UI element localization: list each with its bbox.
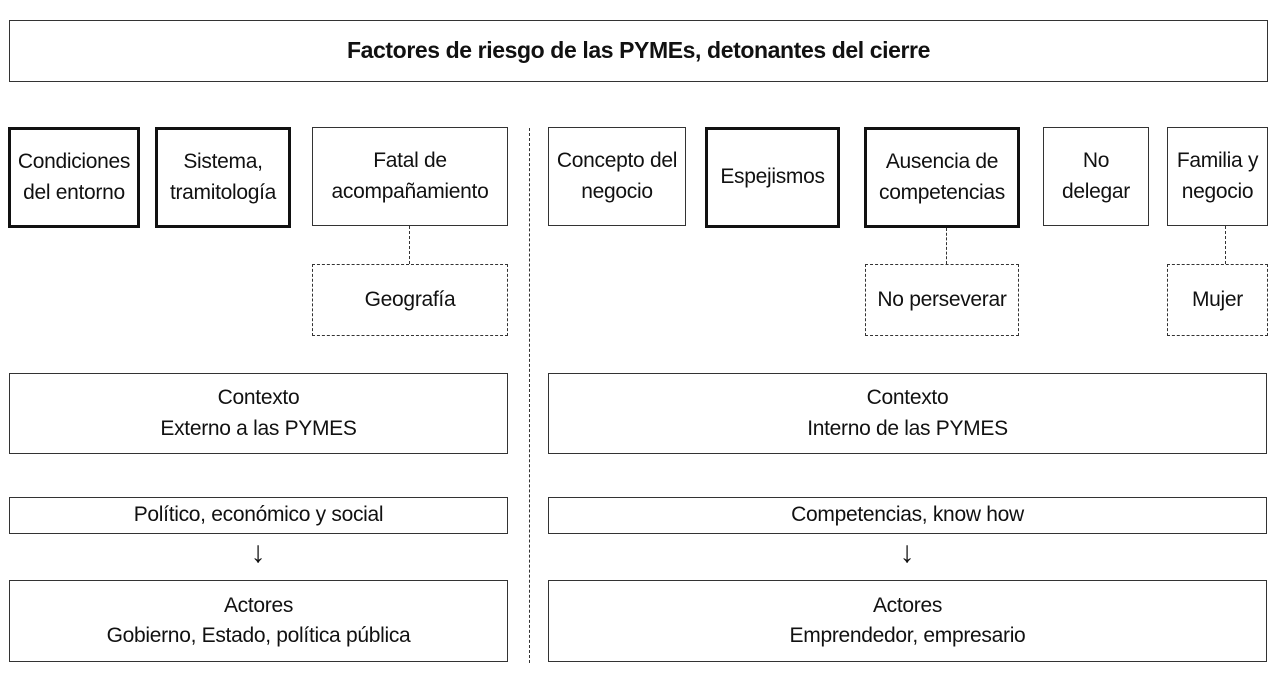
subfactor-no-perseverar: No perseverar	[865, 264, 1019, 336]
context-internal: Contexto Interno de las PYMES	[548, 373, 1267, 454]
factor-fatal-de-acompanamiento: Fatal de acompañamiento	[312, 127, 508, 226]
subfactor-label: Mujer	[1191, 287, 1243, 311]
connector-geografia	[409, 226, 410, 264]
actors-heading: Actores	[223, 593, 294, 617]
factor-line1: Espejismos	[720, 165, 825, 189]
subfactor-label: No perseverar	[877, 287, 1007, 311]
diagram-title-text: Factores de riesgo de las PYMEs, detonan…	[346, 37, 930, 64]
factor-line2: del entorno	[23, 180, 125, 204]
context-heading: Contexto	[866, 386, 949, 410]
actors-internal: Actores Emprendedor, empresario	[548, 580, 1267, 662]
factor-ausencia-de-competencias: Ausencia de competencias	[864, 127, 1020, 228]
dimension-label: Competencias, know how	[791, 503, 1024, 527]
divider-line	[529, 128, 530, 663]
factor-line2: competencias	[879, 180, 1005, 204]
factor-line1: Fatal de	[373, 149, 447, 173]
factor-line1: Concepto del	[556, 149, 678, 173]
factor-line2: negocio	[581, 179, 653, 203]
factor-sistema-tramitologia: Sistema, tramitología	[155, 127, 291, 228]
factor-line2: delegar	[1062, 179, 1130, 203]
actors-heading: Actores	[872, 593, 943, 617]
factor-line1: Sistema,	[183, 150, 263, 174]
dimension-external: Político, económico y social	[9, 497, 508, 534]
actors-external: Actores Gobierno, Estado, política públi…	[9, 580, 508, 662]
factor-familia-y-negocio: Familia y negocio	[1167, 127, 1268, 226]
subfactor-geografia: Geografía	[312, 264, 508, 336]
actors-list: Emprendedor, empresario	[789, 624, 1026, 647]
context-heading: Contexto	[217, 386, 300, 410]
down-arrow-icon: ↓	[899, 536, 915, 569]
factor-line2: negocio	[1181, 179, 1254, 203]
context-subheading: Externo a las PYMES	[160, 416, 357, 440]
factor-condiciones-del-entorno: Condiciones del entorno	[8, 127, 140, 228]
factor-no-delegar: No delegar	[1043, 127, 1149, 226]
down-arrow-icon: ↓	[250, 536, 266, 569]
factor-line1: Condiciones	[17, 150, 131, 174]
diagram-title: Factores de riesgo de las PYMEs, detonan…	[9, 20, 1268, 82]
factor-line1: Ausencia de	[885, 150, 999, 174]
context-external: Contexto Externo a las PYMES	[9, 373, 508, 454]
context-subheading: Interno de las PYMES	[807, 416, 1008, 440]
connector-mujer	[1225, 226, 1226, 264]
subfactor-mujer: Mujer	[1167, 264, 1268, 336]
subfactor-label: Geografía	[364, 287, 456, 311]
dimension-label: Político, económico y social	[133, 503, 384, 527]
factor-line1: Familia y	[1176, 149, 1259, 173]
factor-line2: tramitología	[169, 180, 277, 204]
actors-list: Gobierno, Estado, política pública	[106, 624, 411, 647]
dimension-internal: Competencias, know how	[548, 497, 1267, 534]
connector-no-perseverar	[946, 228, 947, 264]
factor-concepto-del-negocio: Concepto del negocio	[548, 127, 686, 226]
factor-line2: acompañamiento	[331, 179, 489, 203]
factor-line1: No	[1082, 149, 1110, 173]
factor-espejismos: Espejismos	[705, 127, 840, 228]
